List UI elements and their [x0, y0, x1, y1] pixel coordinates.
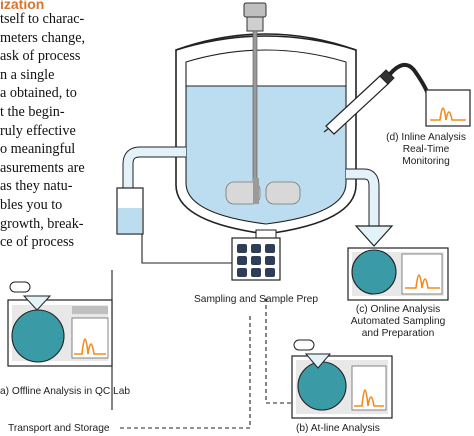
offline-analyzer	[7, 281, 113, 367]
article-line: meters change,	[0, 29, 86, 46]
article-line: a obtained, to	[0, 85, 77, 102]
sample-tray	[231, 237, 281, 281]
impeller	[225, 178, 301, 205]
article-line: as they natu-	[0, 178, 73, 195]
atline-label: (b) At-line Analysis	[296, 423, 380, 434]
article-line: o meaningful	[0, 141, 76, 158]
online-title: (c) Online Analysis	[355, 304, 441, 315]
online-pipe	[346, 168, 394, 247]
article-line: growth, break-	[0, 215, 84, 232]
article-line: bles you to	[0, 197, 63, 213]
transport-label: Transport and Storage	[8, 423, 110, 434]
section-heading: ization	[0, 0, 45, 12]
article-line: ask of process	[0, 48, 81, 65]
inline-sub2: Monitoring	[402, 156, 450, 168]
inline-monitor	[425, 89, 471, 127]
inline-label: (d) Inline Analysis Real-Time Monitoring	[378, 132, 474, 169]
article-line: asurements are	[0, 159, 85, 176]
online-sub2: and Preparation	[361, 328, 435, 340]
sampling-label: Sampling and Sample Prep	[193, 294, 319, 305]
article-line: n a single	[0, 66, 55, 83]
inline-title: (d) Inline Analysis	[386, 132, 466, 143]
article-line: tself to charac-	[0, 11, 85, 27]
online-analyzer	[347, 247, 449, 301]
article-line: ce of process	[0, 234, 75, 251]
article-line: t the begin-	[0, 104, 65, 120]
inline-sub1: Real-Time	[402, 144, 450, 156]
atline-analyzer	[291, 339, 393, 419]
sample-vial	[116, 187, 144, 235]
inline-probe	[323, 62, 430, 135]
vial-pipe	[122, 146, 186, 198]
bioreactor-vessel	[175, 33, 357, 239]
offline-label: a) Offline Analysis in QC Lab	[0, 386, 131, 397]
online-label: (c) Online Analysis Automated Sampling a…	[338, 304, 458, 341]
article-line: ruly effective	[0, 122, 76, 139]
online-sub1: Automated Sampling	[350, 316, 446, 328]
